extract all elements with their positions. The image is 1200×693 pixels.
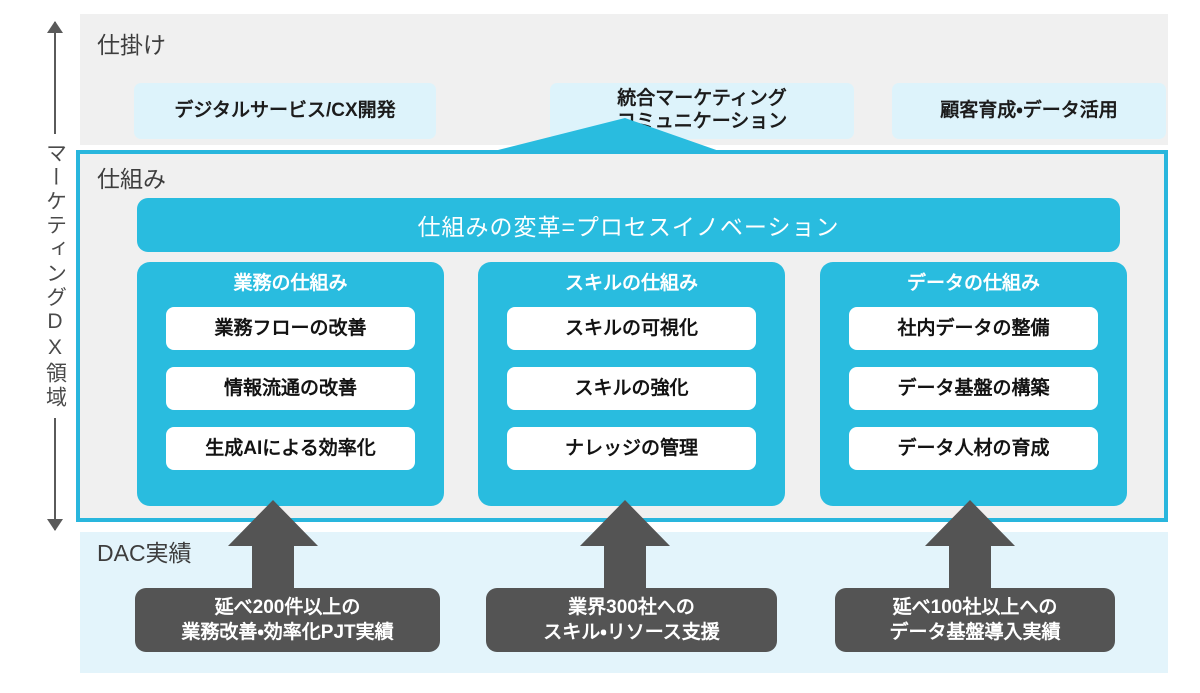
- shikake-pill[interactable]: 顧客育成・データ活用: [892, 83, 1166, 139]
- column-title: 業務の仕組み: [233, 273, 348, 294]
- band-shikake-title: 仕掛け: [97, 32, 166, 58]
- shikake-pill[interactable]: デジタルサービス/CX開発: [134, 83, 436, 139]
- column-item[interactable]: ナレッジの管理: [507, 427, 756, 470]
- column-item[interactable]: 社内データの整備: [849, 307, 1098, 350]
- band-shikumi: 仕組み 仕組みの変革=プロセスイノベーション 業務の仕組み 業務フローの改善 情…: [76, 150, 1168, 522]
- shikake-pill[interactable]: 統合マーケティングコミュニケーション: [550, 83, 854, 139]
- column-title: スキルの仕組み: [564, 273, 698, 294]
- column-gyomu: 業務の仕組み 業務フローの改善 情報流通の改善 生成AIによる効率化: [137, 262, 444, 506]
- column-item[interactable]: スキルの可視化: [507, 307, 756, 350]
- shikake-pill-row: デジタルサービス/CX開発 統合マーケティングコミュニケーション 顧客育成・デー…: [80, 83, 1168, 139]
- band-shikumi-title: 仕組み: [97, 166, 166, 192]
- proof-card[interactable]: 業界300社へのスキル・リソース支援: [486, 588, 777, 652]
- arrow-down-icon: [47, 519, 63, 531]
- arrow-up-thick-icon: [228, 500, 318, 592]
- arrow-up-icon: [47, 21, 63, 33]
- column-item[interactable]: データ基盤の構築: [849, 367, 1098, 410]
- column-item[interactable]: 情報流通の改善: [166, 367, 415, 410]
- process-innovation-banner: 仕組みの変革=プロセスイノベーション: [137, 198, 1120, 252]
- column-data: データの仕組み 社内データの整備 データ基盤の構築 データ人材の育成: [820, 262, 1127, 506]
- column-item[interactable]: 生成AIによる効率化: [166, 427, 415, 470]
- column-item[interactable]: データ人材の育成: [849, 427, 1098, 470]
- marketing-dx-axis: マーケティングDX領域: [30, 21, 80, 531]
- column-skill: スキルの仕組み スキルの可視化 スキルの強化 ナレッジの管理: [478, 262, 785, 506]
- axis-label: マーケティングDX領域: [44, 134, 67, 418]
- proof-card[interactable]: 延べ100社以上へのデータ基盤導入実績: [835, 588, 1115, 652]
- band-dac-title: DAC実績: [97, 540, 192, 566]
- arrow-up-thick-icon: [925, 500, 1015, 592]
- column-item[interactable]: 業務フローの改善: [166, 307, 415, 350]
- arrow-up-thick-icon: [580, 500, 670, 592]
- triangle-up-icon: [490, 118, 722, 152]
- column-title: データの仕組み: [906, 273, 1040, 294]
- proof-card[interactable]: 延べ200件以上の業務改善・効率化PJT実績: [135, 588, 440, 652]
- column-item[interactable]: スキルの強化: [507, 367, 756, 410]
